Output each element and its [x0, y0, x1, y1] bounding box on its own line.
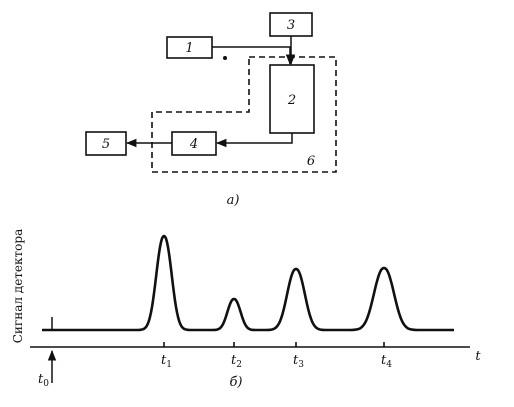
tick-label-3: t3 — [293, 353, 304, 370]
arrow-1-to-2 — [212, 46, 295, 66]
region-6-outline — [151, 56, 337, 173]
block-1-label: 1 — [185, 41, 193, 56]
tick-label-4: t4 — [381, 353, 392, 370]
block-2-label: 2 — [287, 93, 296, 108]
tick-label-1: t1 — [161, 353, 172, 370]
x-axis-label: t — [475, 349, 481, 364]
block-4-label: 4 — [189, 137, 198, 152]
arrow-2-to-4 — [215, 133, 293, 148]
y-axis-label: Сигнал детектора — [11, 229, 25, 344]
block-3-label: 3 — [287, 18, 295, 33]
block-5-label: 5 — [102, 137, 110, 152]
block-diagram: 1 3 2 4 5 6 а) — [85, 12, 337, 208]
t0-label: t0 — [38, 372, 49, 389]
block-2 — [269, 64, 315, 134]
tick-label-2: t2 — [231, 353, 242, 370]
region-6-label: 6 — [307, 154, 315, 169]
chromatogram: Сигнал детектора t t0 t1 t2 t3 t4 б) — [11, 229, 481, 390]
caption-b: б) — [229, 375, 242, 390]
dot-marker — [223, 56, 227, 60]
signal-curve — [41, 234, 455, 332]
caption-a: а) — [227, 193, 240, 208]
tick-group: t1 t2 t3 t4 — [161, 342, 392, 370]
